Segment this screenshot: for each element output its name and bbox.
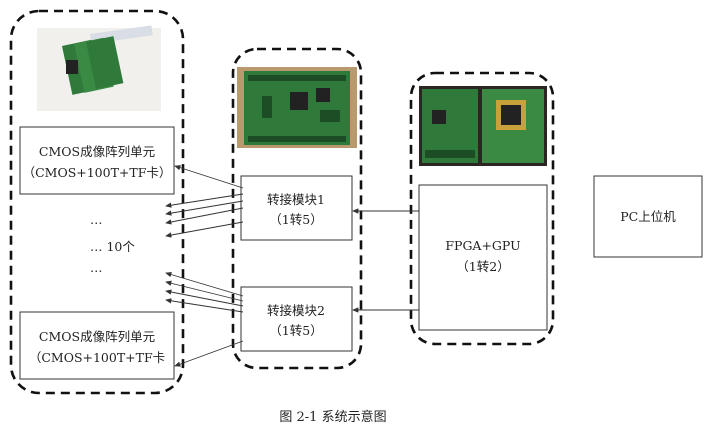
ellipsis-top: … [90,212,103,227]
fpga-gpu-photo [419,86,547,166]
cmos-unit-bottom [19,311,175,380]
fpga-group-outline [409,71,555,346]
cmos-unit-top [19,126,175,195]
arrow-adapter-1-out-4 [165,207,244,225]
arrow-adapter-1-out-5 [165,221,244,238]
figure-caption: 图 2-1 系统示意图 [279,409,386,425]
pc-host-box [593,175,703,258]
fpga-gpu-line2: （1转2） [456,259,509,274]
arrow-adapter-1-out-1 [174,165,244,189]
adapter-module-2-line1: 转接模块2 [267,303,325,318]
cmos-unit-top-line1: CMOS成像阵列单元 [39,144,155,159]
unit-count-label: … 10个 [90,239,135,254]
adapter-group-outline [231,47,363,370]
adapter-module-2 [240,286,353,352]
arrow-adapter-2-out-2 [165,280,244,302]
arrow-adapter-2-out-1 [165,271,244,297]
cmos-group-outline [9,9,185,395]
cmos-unit-bottom-line1: CMOS成像阵列单元 [39,329,155,344]
adapter-module-1-line1: 转接模块1 [267,192,325,207]
adapter-module-1 [240,175,353,241]
fpga-gpu-box [418,184,548,331]
adapter-board-photo [237,67,357,148]
arrow-adapter-1-out-3 [165,200,244,216]
arrow-adapter-2-out-5 [174,340,244,367]
ellipsis-bottom: … [90,260,103,275]
adapter-module-1-line2: （1转5） [269,212,322,227]
adapter-module-2-line2: （1转5） [269,323,322,338]
arrow-adapter-2-out-3 [165,289,244,307]
pc-host-label: PC上位机 [620,209,676,224]
cmos-unit-top-line2: （CMOS+100T+TF卡） [23,165,172,180]
arrow-adapter-1-out-2 [165,193,244,208]
fpga-gpu-line1: FPGA+GPU [445,238,520,253]
arrow-adapter-2-out-4 [165,298,244,313]
cmos-unit-bottom-line2: （CMOS+100T+TF卡 [29,350,165,365]
camera-module-photo [37,25,161,111]
